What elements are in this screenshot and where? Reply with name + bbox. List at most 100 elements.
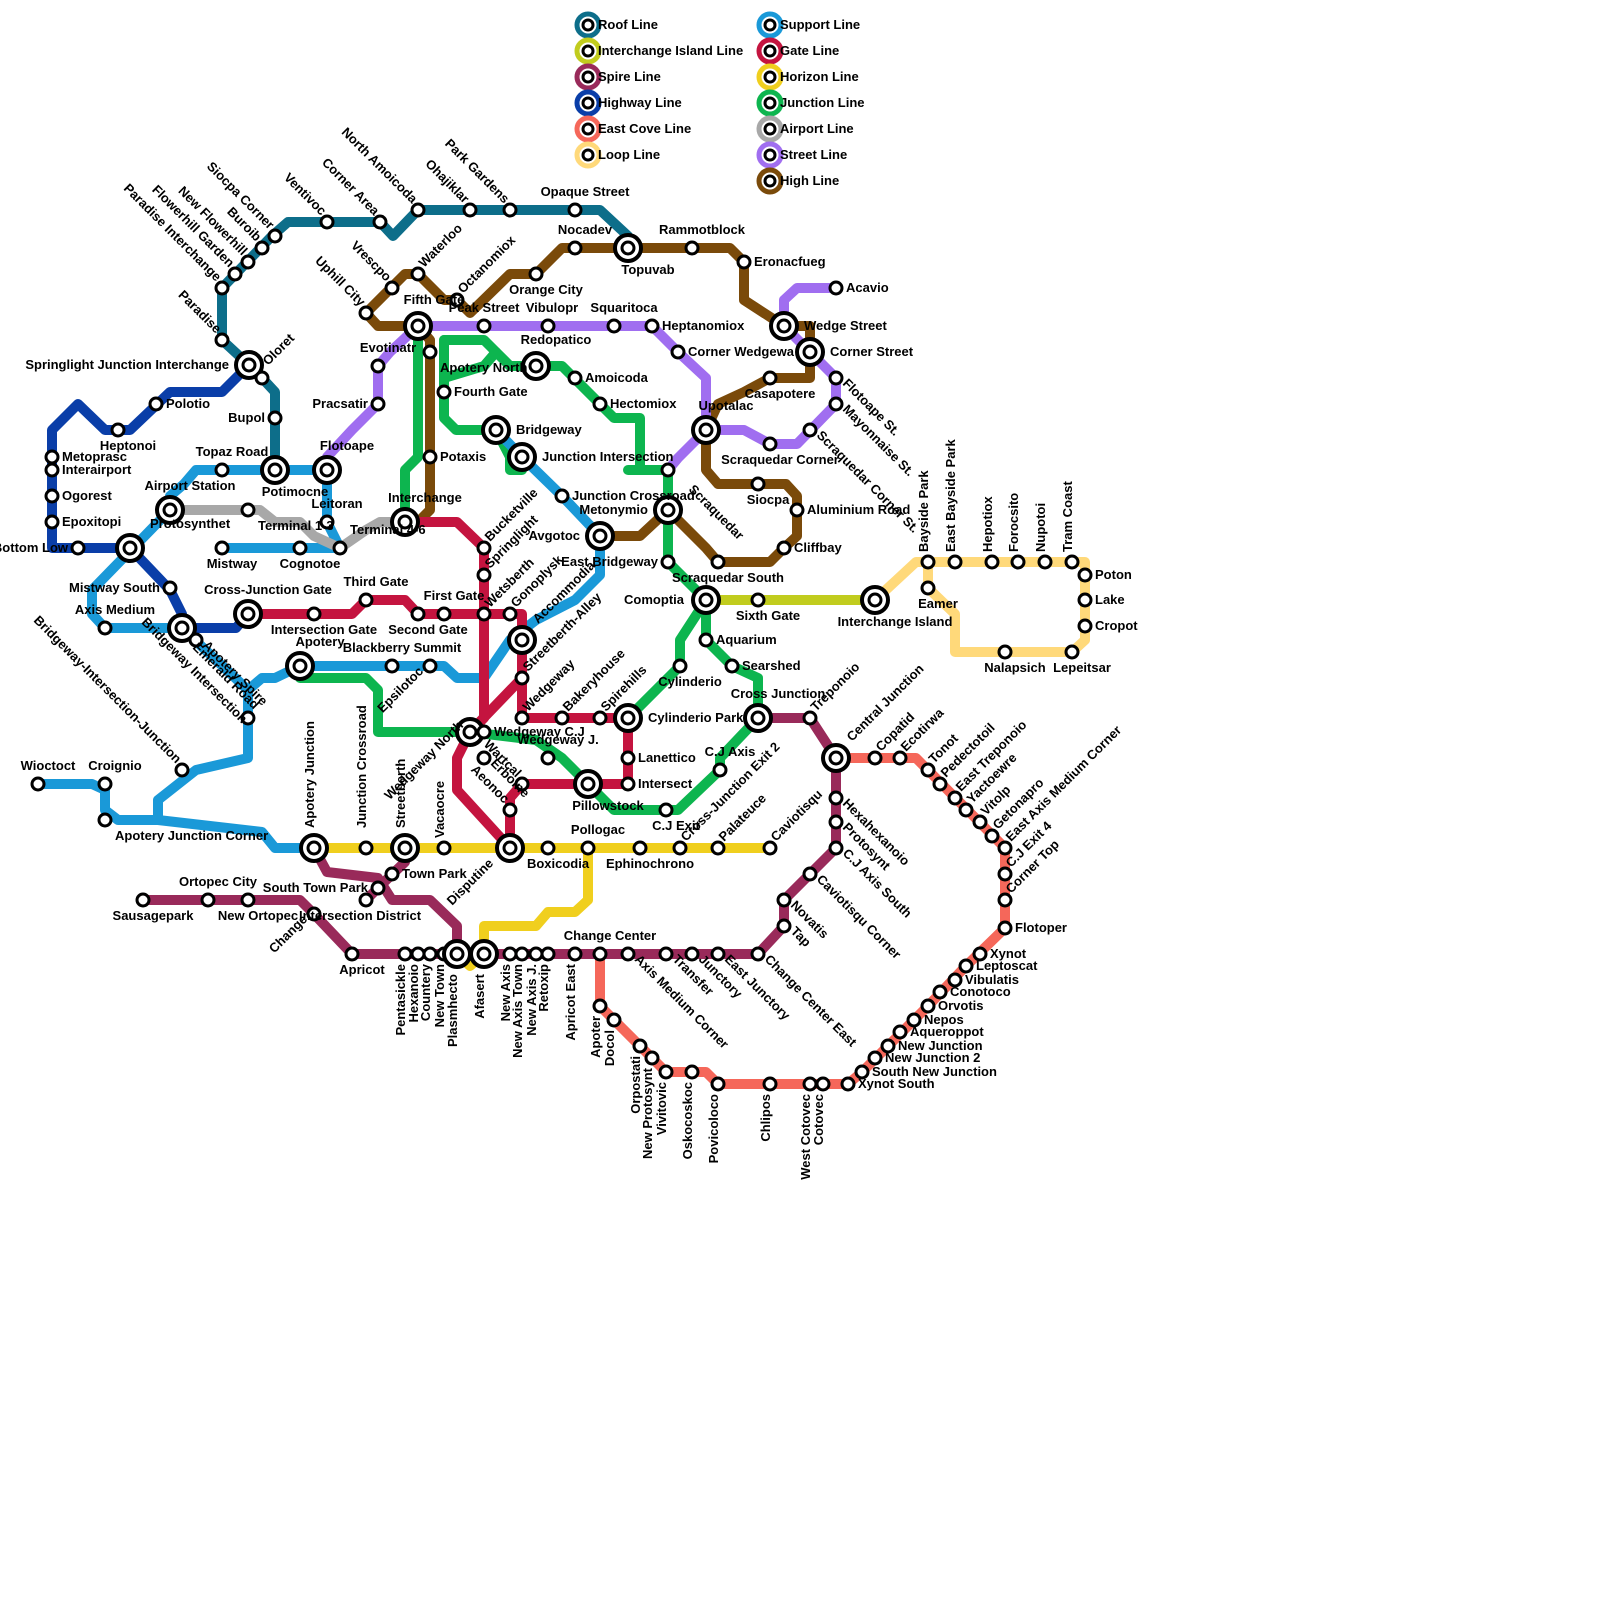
station-label-fourth-gate-37: Fourth Gate [454,384,528,399]
station-label-hepotiox-200: Hepotiox [980,496,995,552]
station-label-ogorest-52: Ogorest [62,488,113,503]
station-label-heptonoi-49: Heptonoi [100,438,156,453]
station-junction-crossroad-125 [358,840,374,856]
station-paradise-interchange-3 [214,280,230,296]
station-scraquedar-corner-47 [762,436,778,452]
station-label-peak-street-27: Peak Street [449,300,520,315]
station-label-caviotisqu-133: Caviotisqu [768,786,826,844]
station-label-intersect-116: Intersect [638,776,693,791]
station-squaritoca-29 [606,318,622,334]
station-label-cross-junction-gate-81: Cross-Junction Gate [204,582,332,597]
legend-item-support-line: Support Line [756,11,860,39]
station-label-hexanoio-143: Hexanoio [406,964,421,1023]
station-label-new-axis-148: New Axis [498,964,513,1021]
station-avgotoc-75 [585,521,615,551]
station-label-apoter-188: Apoter [588,1016,603,1058]
station-axis-medium-corner-154 [620,946,636,962]
station-label-metoprasc-50: Metoprasc [62,449,127,464]
station-label-vibulopr-28: Vibulopr [526,300,578,315]
station-orange-city-25 [528,266,544,282]
station-corner-street-19 [795,337,825,367]
legend-label-gate-line: Gate Line [780,43,839,58]
station-hectomiox-36 [592,396,608,412]
station-intersection-gate-84 [306,606,322,622]
station-retoxip-151 [540,946,556,962]
station-waterloo-21 [410,266,426,282]
station-vibulatis-179 [947,972,963,988]
station-ortopec-city-136 [200,892,216,908]
legend-label-junction-line: Junction Line [780,95,865,110]
station-label-apotery-93: Apotery [295,634,345,649]
station-corner-top-175 [997,892,1013,908]
station-new-junction-184 [880,1038,896,1054]
station-corner-wedgewa-31 [670,344,686,360]
station-label-xynot-177: Xynot [990,946,1027,961]
station-label-tram-coast-203: Tram Coast [1060,481,1075,552]
legend-item-spire-line: Spire Line [574,63,661,91]
legend-item-street-line: Street Line [756,141,847,169]
station-label-sausagepark-137: Sausagepark [113,908,195,923]
station-label-new-ortopec-138: New Ortopec [218,908,298,923]
station-siocpa-corner-7 [267,228,283,244]
station-west-cotovec-196 [802,1076,818,1092]
station-label-docol-189: Docol [602,1030,617,1066]
station-label-vibulatis-179: Vibulatis [965,972,1019,987]
station-label-apotery-junction-corner-123: Apotery Junction Corner [115,828,268,843]
station-leptoscat-178 [958,958,974,974]
station-oloret-1 [254,370,270,386]
station-copatid-165 [867,750,883,766]
station-label-siocpa-69: Siocpa [747,492,790,507]
station-fourth-gate-37 [436,384,452,400]
station-label-amoicoda-35: Amoicoda [585,370,649,385]
station-south-new-junction-186 [854,1064,870,1080]
station-pentasickle-142 [397,946,413,962]
station-flotoape-58 [312,455,342,485]
station-label-fifth-gate-26: Fifth Gate [404,292,465,307]
station-label-povicoloco-194: Povicoloco [706,1094,721,1163]
station-bayside-park-198 [920,554,936,570]
station-label-new-town-145: New Town [432,964,447,1027]
station-label-bridgeway-39: Bridgeway [516,422,583,437]
station-vacaocre-127 [436,840,452,856]
station-epoxitopi-53 [44,514,60,530]
station-polotio-48 [148,396,164,412]
legend-label-roof-line: Roof Line [598,17,658,32]
station-label-aquarium-96: Aquarium [716,632,777,647]
station-bottom-low-54 [70,540,86,556]
station-mistway-65 [214,540,230,556]
station-label-terminal-4-6-63: Terminal 4-6 [350,522,426,537]
station-conotoco-180 [932,984,948,1000]
station-label-squaritoca-29: Squaritoca [590,300,658,315]
station-label-disputine-128: Disputine [444,856,496,908]
route-junction-line-8 [439,335,501,383]
legend-label-horizon-line: Horizon Line [780,69,859,84]
station-park-gardens-12 [502,202,518,218]
station-label-redopatico-34: Redopatico [521,332,592,347]
station-povicoloco-194 [710,1076,726,1092]
station-searshed-97 [724,658,740,674]
station-uphill-city-23 [358,305,374,321]
station-caviotisqu-133 [762,840,778,856]
station-pracsatir-38 [370,396,386,412]
station-label-cognotoe-66: Cognotoe [280,556,341,571]
station-new-flowerhill-5 [240,254,256,270]
station-label-corner-street-19: Corner Street [830,344,914,359]
station-apotery-junction-corner-123 [97,812,113,828]
station-getonapro-172 [984,828,1000,844]
station-label-scraquedar-south-77: Scraquedar South [672,570,784,585]
station-label-flotoape-58: Flotoape [320,438,374,453]
station-leitoran-62 [319,514,335,530]
station-label-cross-junction-106: Cross Junction [731,686,826,701]
station-aluminium-road-70 [789,502,805,518]
station-label-airport-station-59: Airport Station [145,478,236,493]
station-label-apotery-spire-99: Apotery Spire [200,638,271,709]
station-label-aqueroppot-183: Aqueroppot [910,1024,984,1039]
station-central-junction-108 [821,743,851,773]
legend-label-east-cove-line: East Cove Line [598,121,691,136]
station-label-leitoran-62: Leitoran [311,496,362,511]
legend-item-junction-line: Junction Line [756,89,865,117]
station-label-retoxip-151: Retoxip [536,964,551,1012]
station-casapotere-43 [762,370,778,386]
